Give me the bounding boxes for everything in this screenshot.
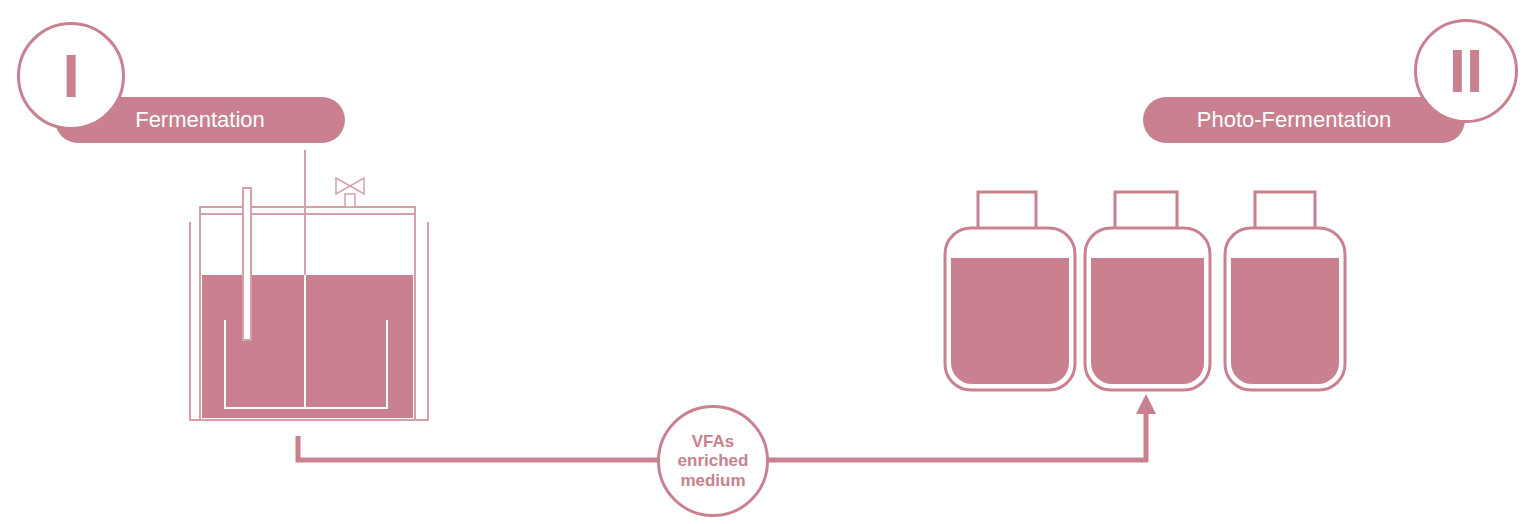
bottle-liquid [951,258,1069,288]
stirrer-shaft [304,150,306,408]
bottle [1225,192,1345,390]
bottle-cap [978,192,1036,230]
step-band: Photo-Fermentation [1143,97,1465,143]
reactor-jacket [190,222,428,420]
probe [243,188,251,340]
circle-label: II [1449,35,1483,106]
bottle-cap [1255,192,1315,230]
valve-stem [345,194,355,207]
bottle [945,192,1075,390]
fermenter-reactor [190,150,428,420]
bottle-liquid [1231,258,1339,288]
bottle-body [1225,228,1345,390]
reactor-lid [200,213,415,215]
bottle-liquid [1091,258,1204,288]
bottle-liquid [951,258,1069,384]
step-number-circle: I [17,22,125,130]
medium-circle: VFAs enriched medium [657,405,769,517]
bottle-liquid [1231,258,1339,384]
valve-symbol [336,178,364,194]
bottle-liquid [1091,258,1204,384]
bottle [1085,192,1210,390]
photobioreactor-bottles [945,192,1345,390]
baffle [225,320,387,408]
transfer-line [298,436,662,460]
reactor-liquid [202,275,413,418]
bottle-body [1085,228,1210,390]
step-title: Fermentation [135,107,265,132]
circle-label: I [62,40,79,111]
transfer-line [764,404,1146,460]
step-title: Photo-Fermentation [1197,107,1391,132]
reactor-vessel [200,207,415,420]
bottle-cap [1115,192,1177,230]
step-number-circle: II [1414,19,1518,123]
bottle-body [945,228,1075,390]
stirrer-shaft-top [304,150,306,275]
circle-label: VFAs enriched medium [670,432,756,491]
